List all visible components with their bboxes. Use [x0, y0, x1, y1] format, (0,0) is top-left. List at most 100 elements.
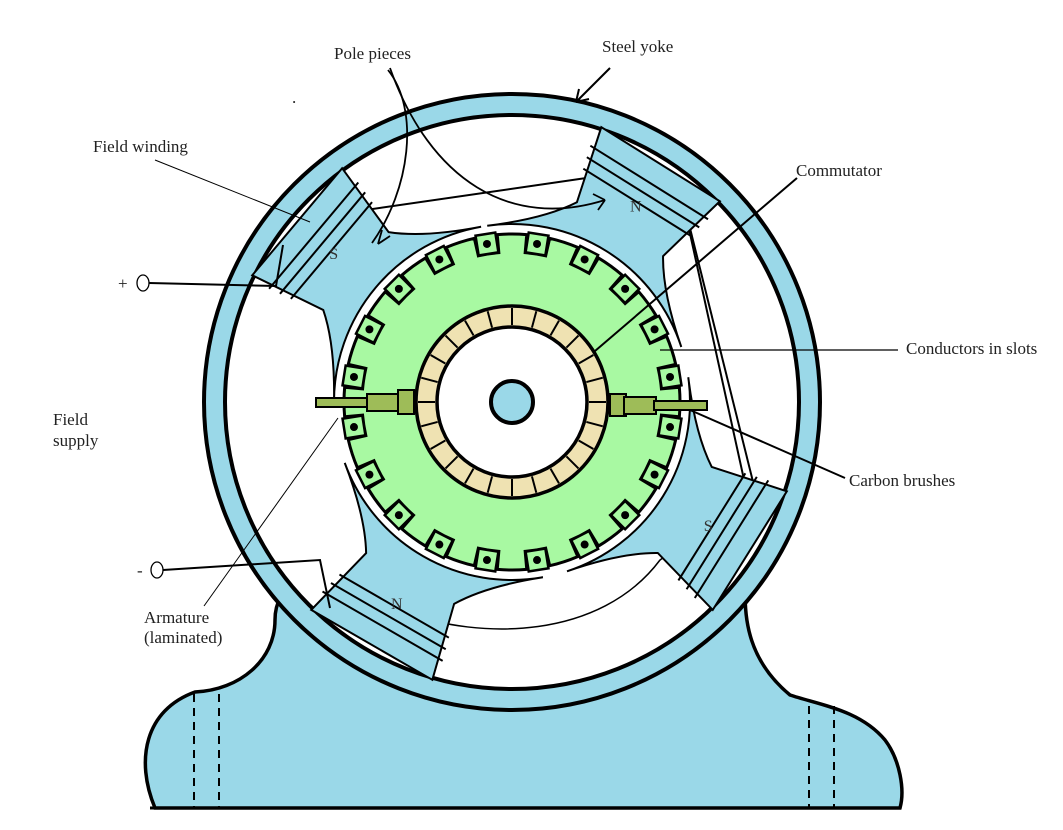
commutator-segment-divider [530, 310, 538, 328]
conductor [650, 325, 659, 334]
label-carbon-brushes: Carbon brushes [849, 471, 955, 490]
commutator-segment-divider [578, 354, 594, 365]
label-plus-terminal: + [118, 274, 128, 293]
pole-top-left: S [250, 166, 482, 403]
conductor [394, 284, 403, 293]
plus-terminal[interactable] [136, 274, 150, 292]
conductor [580, 540, 589, 549]
label-field-supply-2: supply [53, 431, 99, 450]
conductor [349, 372, 358, 381]
field-winding-turn [586, 156, 700, 229]
leader-lines [154, 67, 898, 607]
conductor [435, 540, 444, 549]
field-winding-turn [321, 590, 444, 662]
conductor [621, 511, 630, 520]
conductor [482, 556, 491, 565]
conductor [533, 239, 542, 248]
brush-holder-right [623, 396, 657, 415]
winding-link-right-2 [679, 187, 761, 511]
winding-link-right [679, 187, 751, 508]
plus-wire [148, 244, 284, 288]
label-field-supply-1: Field [53, 410, 88, 429]
conductor [349, 423, 358, 432]
conductor [482, 239, 491, 248]
pole-polarity-label: S [329, 246, 338, 263]
commutator-segment-divider [586, 420, 604, 428]
leader-carbon-brushes [689, 409, 846, 479]
leader-pole-pieces-2 [389, 67, 606, 210]
pole-polarity-label: S [704, 518, 713, 535]
commutator-segment-divider [565, 334, 580, 349]
commutator-segment-divider [586, 376, 604, 384]
conductor [365, 325, 374, 334]
field-winding-turn [279, 191, 366, 295]
label-field-winding: Field winding [93, 137, 188, 156]
commutator-segment-divider [565, 455, 580, 470]
commutator-segment-divider [420, 420, 438, 428]
shaft [489, 379, 535, 425]
commutator-segment-divider [530, 476, 538, 494]
field-winding-turn [589, 144, 709, 221]
conductor [621, 284, 630, 293]
stray-dot: . [292, 88, 296, 107]
field-winding-turn [693, 479, 770, 599]
conductor [580, 255, 589, 264]
field-winding-turn [268, 181, 360, 290]
commutator-segment-divider [420, 376, 438, 384]
label-conductors-in-slots: Conductors in slots [906, 339, 1037, 358]
label-minus-terminal: - [137, 561, 143, 580]
carbon-brush-right [609, 393, 708, 417]
field-winding-turn [677, 472, 747, 581]
commutator-segment-divider [464, 468, 475, 484]
label-armature-1: Armature [144, 608, 209, 627]
pole-top-right: N [487, 125, 722, 348]
arrowhead-pole-2 [592, 193, 606, 211]
conductor [365, 470, 374, 479]
leader-commutator [594, 177, 798, 352]
conductor [435, 255, 444, 264]
arrowhead-yoke [575, 88, 590, 103]
carbon-brush-left [315, 389, 415, 415]
pole-shoe [487, 125, 722, 348]
field-winding-turn [330, 582, 447, 651]
field-poles: S N S N [250, 125, 789, 682]
commutator-segment-divider [549, 468, 560, 484]
commutator-segment-divider [486, 476, 494, 494]
commutator-segment-divider [430, 354, 446, 365]
winding-link-top [344, 175, 601, 214]
leader-field-winding [154, 159, 311, 223]
brush-holder-left [366, 393, 402, 412]
label-armature-2: (laminated) [144, 628, 222, 647]
label-commutator: Commutator [796, 161, 882, 180]
conductor [650, 470, 659, 479]
field-winding-turn [290, 201, 373, 300]
field-winding-turn [338, 573, 450, 639]
label-pole-pieces: Pole pieces [334, 44, 411, 63]
pole-polarity-label: N [391, 596, 403, 613]
brush-tip-left [397, 389, 415, 415]
commutator-segment-divider [444, 334, 459, 349]
commutator-segment-divider [578, 439, 594, 450]
conductor [666, 372, 675, 381]
commutator-segment-divider [486, 310, 494, 328]
commutator-segment-divider [444, 455, 459, 470]
field-winding-turn [685, 476, 758, 590]
minus-wire [162, 558, 331, 609]
field-supply-wiring [136, 244, 331, 609]
conductor [394, 511, 403, 520]
leader-steel-yoke [575, 67, 611, 103]
brush-rod-right [653, 400, 708, 411]
field-winding-turn [582, 167, 691, 237]
pole-shoe [309, 462, 544, 682]
label-steel-yoke: Steel yoke [602, 37, 673, 56]
pole-shoe [250, 166, 482, 403]
commutator-segment-divider [549, 320, 560, 336]
pole-bottom-left: N [309, 462, 544, 682]
minus-terminal[interactable] [150, 561, 164, 579]
arrowhead-pole-1 [377, 229, 391, 245]
pole-polarity-label: N [630, 198, 642, 215]
commutator-segment-divider [464, 320, 475, 336]
leader-armature [203, 417, 339, 607]
conductor [533, 556, 542, 565]
